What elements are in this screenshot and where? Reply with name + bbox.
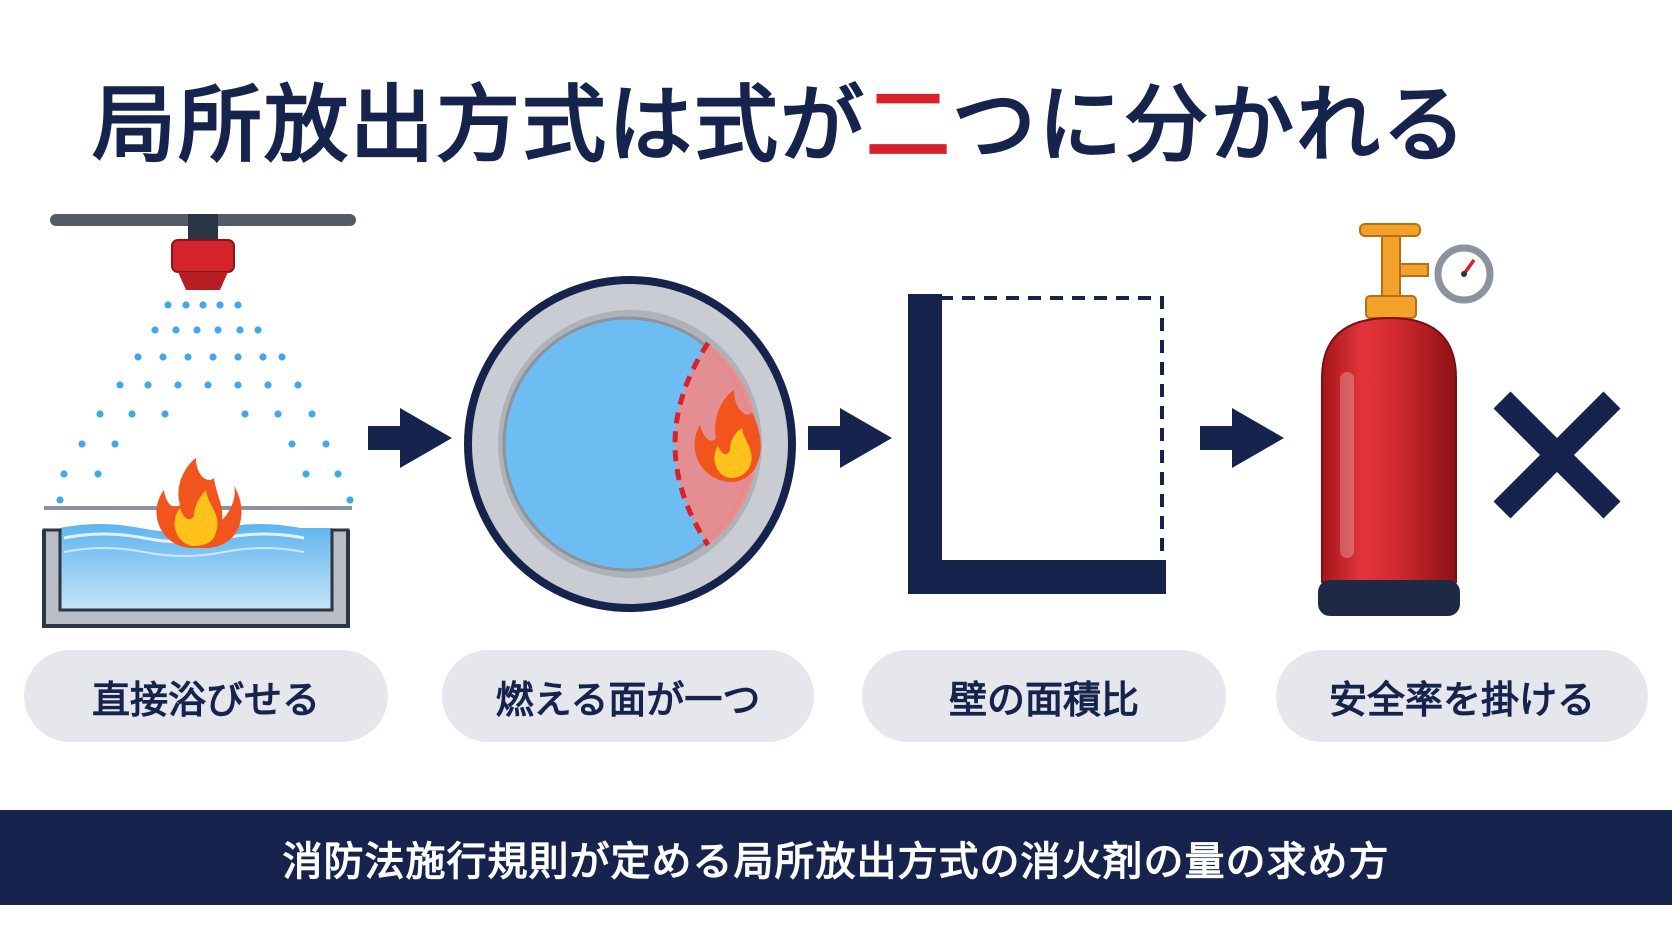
step-label-single-burning-surface: 燃える面が一つ bbox=[442, 650, 814, 742]
wall-area-ratio-icon bbox=[908, 294, 1166, 594]
step-label-safety-factor: 安全率を掛ける bbox=[1276, 650, 1648, 742]
title-text-after: つに分かれる bbox=[952, 76, 1469, 174]
step-label-wall-area-ratio: 壁の面積比 bbox=[862, 650, 1226, 742]
arrow-right-icon bbox=[1200, 408, 1284, 468]
arrow-right-icon bbox=[808, 408, 892, 468]
footer-banner: 消防法施行規則が定める局所放出方式の消火剤の量の求め方 bbox=[0, 810, 1672, 905]
page-title: 局所放出方式は式が二つに分かれる bbox=[0, 58, 1560, 179]
gas-cylinder-icon bbox=[1318, 223, 1494, 616]
round-tank-fire-icon bbox=[464, 276, 796, 612]
sprinkler-over-tank-fire-icon bbox=[42, 214, 356, 628]
step-label-direct-spray: 直接浴びせる bbox=[24, 650, 388, 742]
title-accent-text: 二 bbox=[865, 76, 952, 174]
title-text-before: 局所放出方式は式が bbox=[91, 76, 866, 174]
arrow-right-icon bbox=[368, 408, 452, 468]
multiply-icon bbox=[1493, 391, 1621, 519]
